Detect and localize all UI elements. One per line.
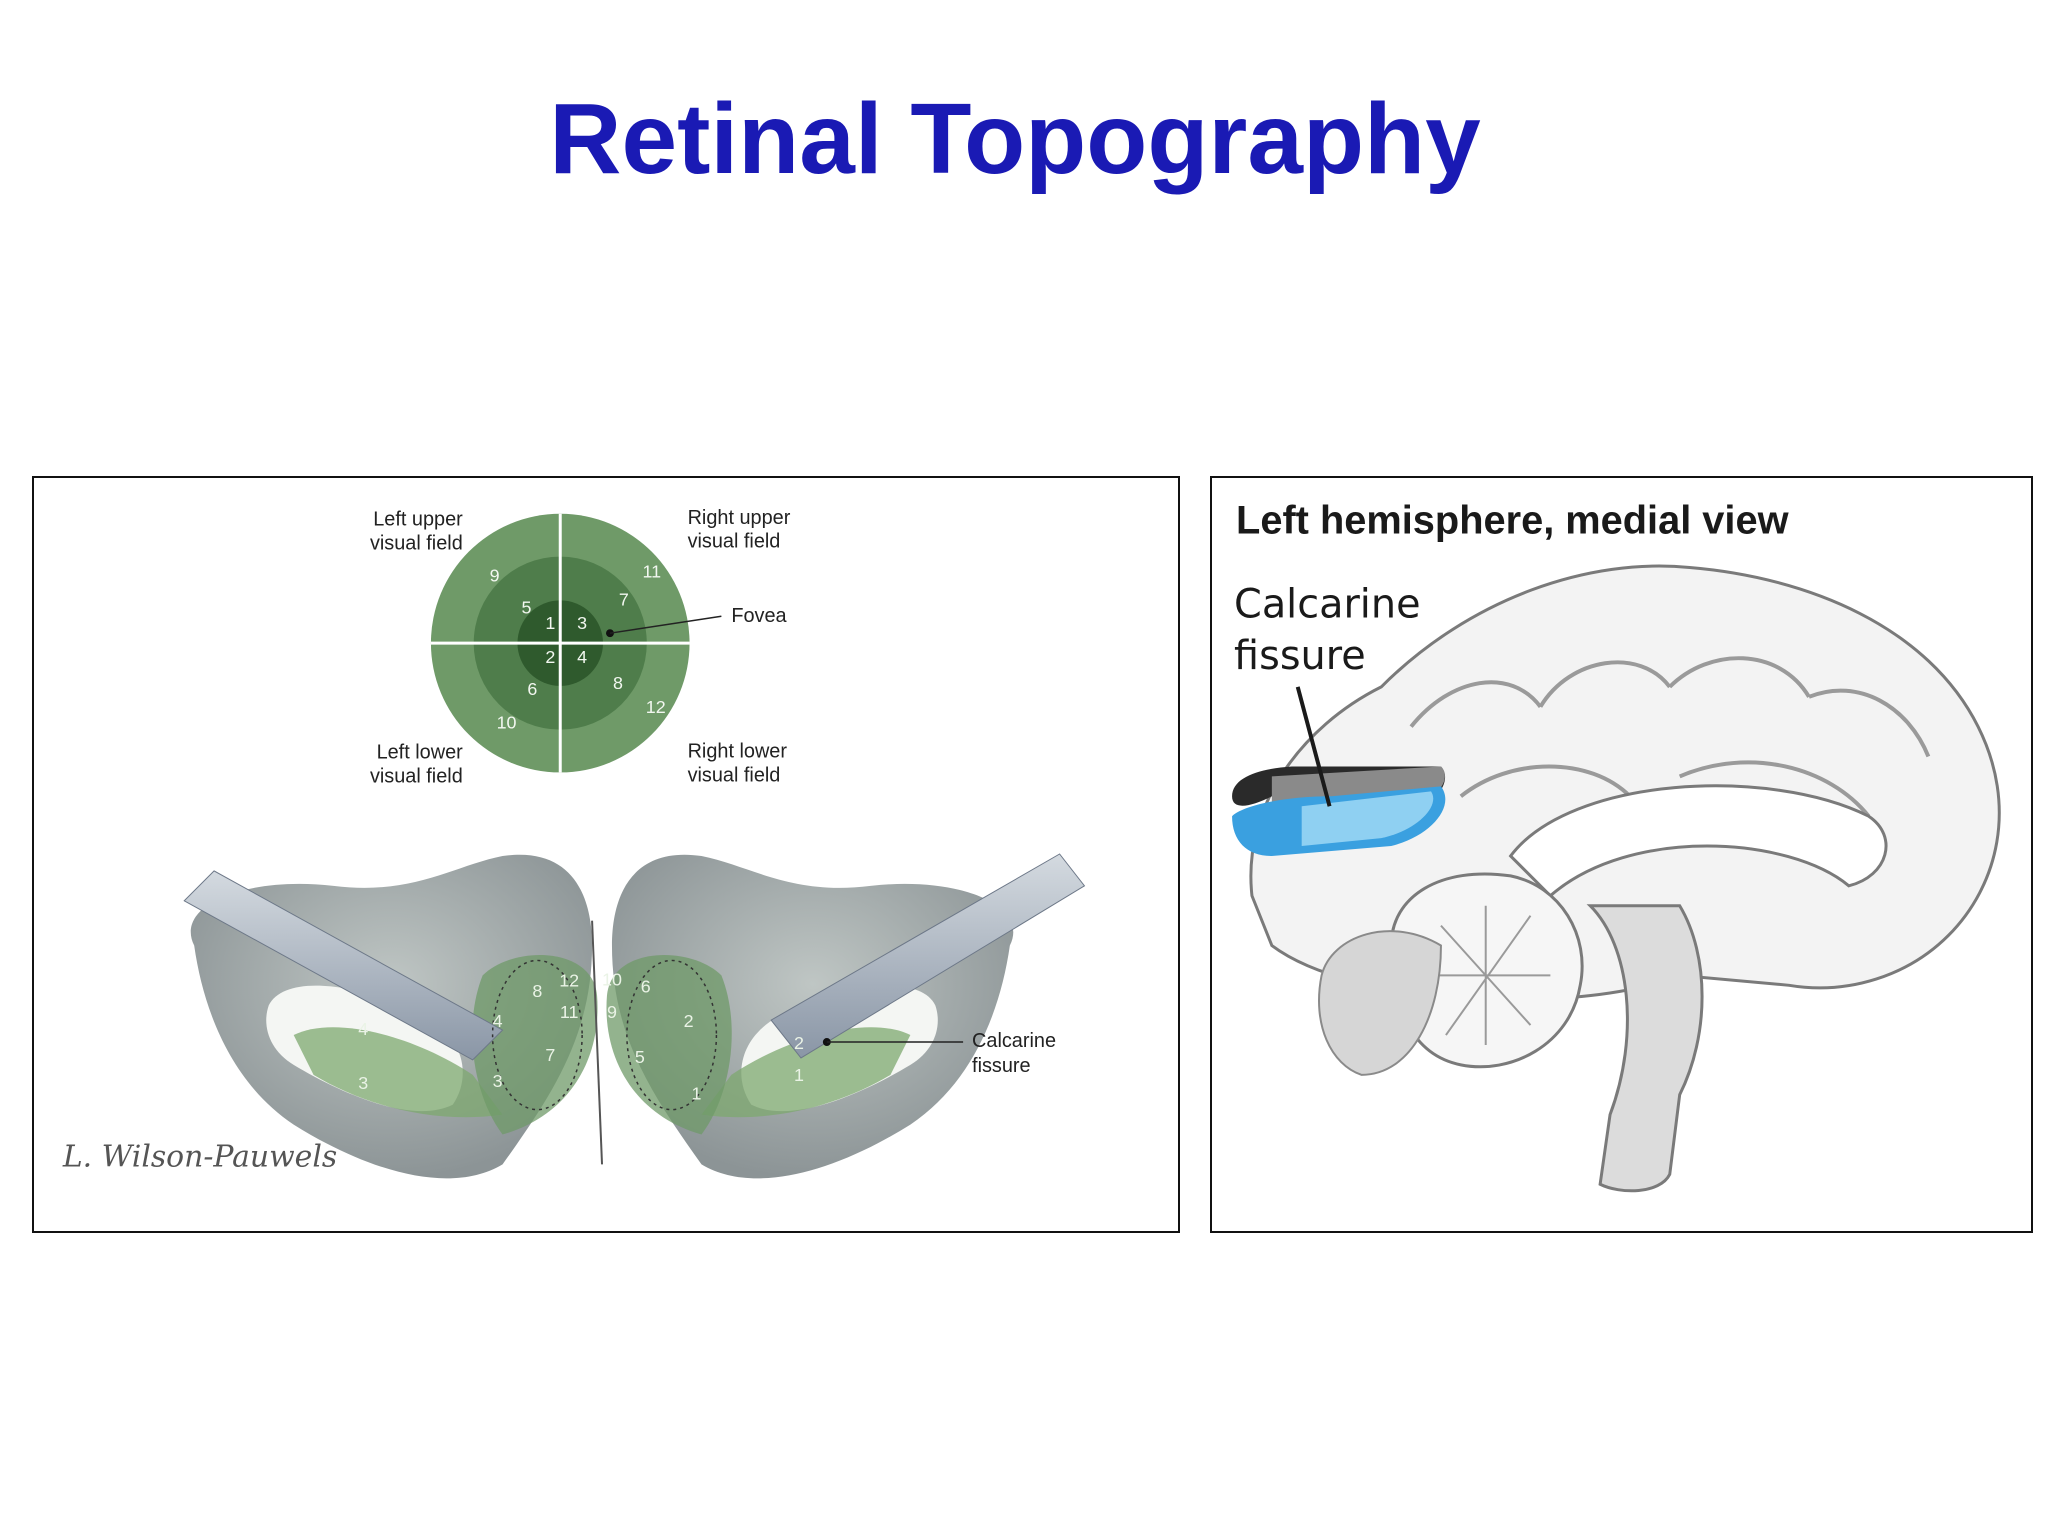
medial-view-title: Left hemisphere, medial view: [1236, 499, 1790, 543]
field-number-3: 3: [577, 613, 587, 633]
lobe-number: 1: [692, 1084, 702, 1104]
right-upper-label-line2: visual field: [688, 531, 781, 553]
calcarine-label-line1: Calcarine: [972, 1030, 1056, 1052]
medial-view-figure: Left hemisphere, medial view Calcarine f…: [1210, 476, 2033, 1233]
calcarine-label-line2: fissure: [1234, 633, 1366, 679]
field-number-7: 7: [619, 589, 629, 609]
lobe-number: 8: [532, 981, 542, 1001]
left-upper-label-line2: visual field: [370, 533, 463, 555]
lobe-number: 3: [493, 1071, 503, 1091]
field-number-9: 9: [490, 565, 500, 585]
lobe-number: 4: [358, 1019, 368, 1039]
right-lower-label-line2: visual field: [688, 764, 781, 786]
medial-view-diagram: Left hemisphere, medial view Calcarine f…: [1232, 499, 2001, 1193]
lobe-number: 2: [794, 1033, 804, 1053]
right-upper-label-line1: Right upper: [688, 507, 791, 529]
calcarine-dot: [822, 1038, 831, 1046]
lobe-number: 10: [602, 969, 622, 989]
lobe-number: 11: [560, 1002, 579, 1022]
fovea-label: Fovea: [731, 605, 787, 627]
field-number-2: 2: [545, 647, 555, 667]
field-number-12: 12: [646, 697, 666, 717]
visual-field-circle: [430, 513, 690, 773]
left-upper-label-line1: Left upper: [373, 509, 463, 531]
field-number-10: 10: [497, 713, 517, 733]
field-number-4: 4: [577, 647, 587, 667]
field-number-8: 8: [613, 673, 623, 693]
lobe-number: 4: [493, 1011, 503, 1031]
field-number-1: 1: [545, 613, 555, 633]
lobe-number: 3: [358, 1073, 368, 1093]
fovea-leader-line: [609, 615, 722, 634]
brain-illustration: [1232, 564, 2001, 1193]
left-lower-label-line1: Left lower: [377, 742, 464, 764]
artist-signature: L. Wilson-Pauwels: [62, 1139, 337, 1174]
left-lower-label-line2: visual field: [370, 765, 463, 787]
lobe-number: 6: [641, 976, 651, 996]
lobe-number: 2: [684, 1011, 694, 1031]
lobe-number: 7: [545, 1045, 555, 1065]
lobe-number: 5: [635, 1047, 645, 1067]
calcarine-pointer-line: [1295, 686, 1332, 807]
slide-title: Retinal Topography: [549, 83, 1481, 195]
lobe-number: 1: [794, 1065, 804, 1085]
calcarine-label-line1: Calcarine: [1234, 581, 1420, 627]
field-number-11: 11: [642, 561, 661, 581]
visual-field-figure: 1 2 3 4 5 6 7 8 9 10 11 12 Fovea Left up…: [32, 476, 1180, 1233]
calcarine-label-line2: fissure: [972, 1055, 1031, 1077]
right-lower-label-line1: Right lower: [688, 741, 788, 763]
lobe-number: 9: [607, 1002, 617, 1022]
visual-field-diagram: 1 2 3 4 5 6 7 8 9 10 11 12 Fovea Left up…: [62, 507, 1086, 1179]
field-number-6: 6: [527, 679, 537, 699]
field-number-5: 5: [521, 597, 531, 617]
lobe-number: 12: [559, 970, 579, 990]
occipital-lobes-illustration: [183, 853, 1086, 1179]
